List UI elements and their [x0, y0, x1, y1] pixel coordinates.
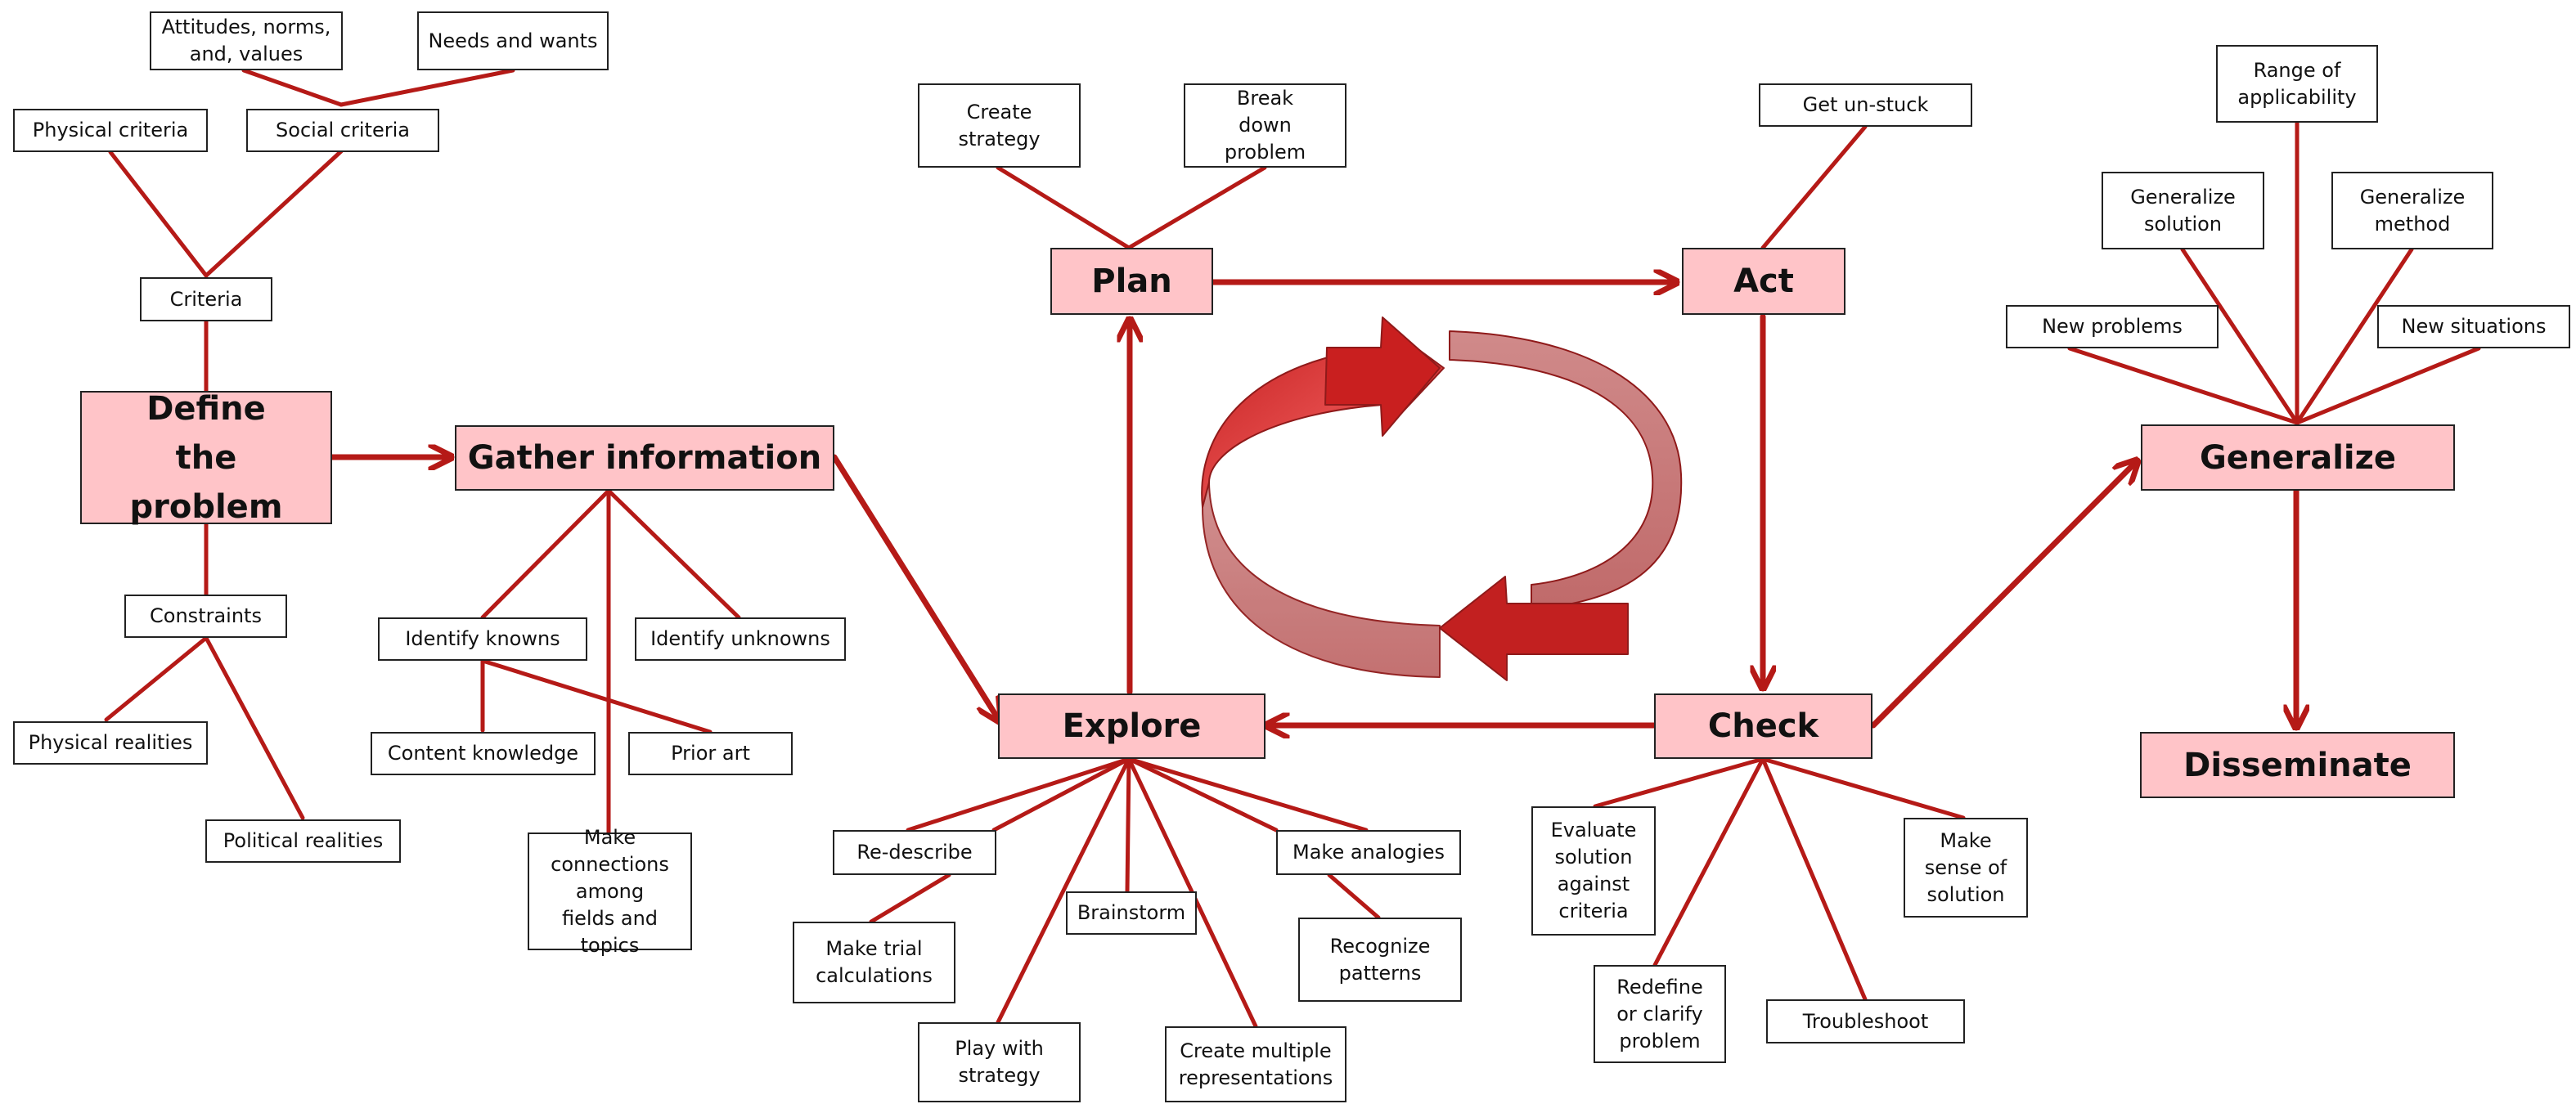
create-multiple-representations-box: Create multiple representations	[1165, 1026, 1346, 1102]
create-strategy-box: Create strategy	[918, 83, 1081, 168]
recognize-patterns-box: Recognize patterns	[1298, 918, 1462, 1002]
constraints-box: Constraints	[124, 595, 287, 638]
stage-act: Act	[1682, 248, 1845, 315]
play-with-strategy-box: Play with strategy	[918, 1022, 1081, 1102]
redescribe-box: Re-describe	[833, 830, 996, 875]
new-problems-box: New problems	[2006, 305, 2219, 348]
troubleshoot-box: Troubleshoot	[1766, 999, 1965, 1043]
stage-disseminate: Disseminate	[2140, 732, 2455, 798]
break-down-problem-box: Break down problem	[1184, 83, 1346, 168]
identify-unknowns-box: Identify unknowns	[635, 617, 846, 661]
prior-art-box: Prior art	[628, 732, 793, 775]
political-realities-box: Political realities	[205, 819, 401, 863]
stage-plan: Plan	[1050, 248, 1213, 315]
evaluate-solution-box: Evaluate solution against criteria	[1531, 806, 1656, 936]
range-of-applicability-box: Range of applicability	[2216, 45, 2378, 123]
redefine-problem-box: Redefine or clarify problem	[1594, 965, 1726, 1063]
identify-knowns-box: Identify knowns	[378, 617, 587, 661]
cycle-icon	[1201, 316, 1683, 681]
stage-define-the-problem: Define the problem	[80, 390, 332, 526]
attitudes-box: Attitudes, norms, and, values	[150, 11, 343, 70]
brainstorm-box: Brainstorm	[1066, 891, 1197, 935]
physical-realities-box: Physical realities	[13, 721, 208, 765]
content-knowledge-box: Content knowledge	[371, 732, 596, 775]
criteria-box: Criteria	[140, 277, 272, 321]
needs-box: Needs and wants	[417, 11, 609, 70]
stage-gather-information: Gather information	[455, 425, 834, 491]
make-analogies-box: Make analogies	[1276, 830, 1461, 875]
physical-criteria-box: Physical criteria	[13, 109, 208, 152]
make-connections-box: Make connections among fields and topics	[528, 826, 692, 957]
generalize-solution-box: Generalize solution	[2102, 172, 2264, 249]
stage-generalize: Generalize	[2141, 424, 2455, 491]
generalize-method-box: Generalize method	[2331, 172, 2493, 249]
make-trial-calculations-box: Make trial calculations	[793, 922, 955, 1003]
get-unstuck-box: Get un-stuck	[1759, 83, 1972, 127]
make-sense-box: Make sense of solution	[1904, 818, 2028, 918]
social-criteria-box: Social criteria	[246, 109, 439, 152]
new-situations-box: New situations	[2377, 305, 2570, 348]
stage-explore: Explore	[998, 693, 1266, 759]
stage-check: Check	[1654, 693, 1872, 759]
